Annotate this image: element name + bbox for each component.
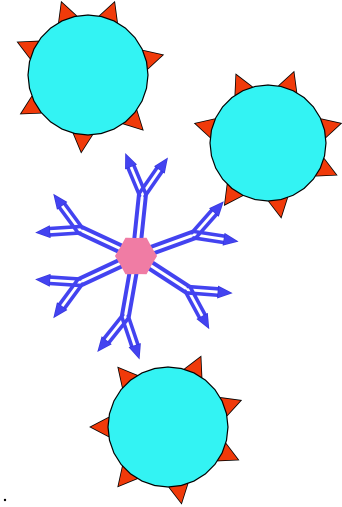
cell-body (210, 85, 326, 201)
cell-body (28, 15, 148, 135)
antibody-tip (36, 274, 50, 286)
antibody-tip (98, 337, 111, 352)
cell-right (195, 72, 342, 218)
cell-group (17, 2, 341, 504)
antibody-tip (210, 202, 224, 216)
antibody-arm (50, 233, 80, 235)
antibody-arm (194, 238, 224, 243)
cell-bottom (90, 356, 241, 504)
antibody-tip (217, 286, 231, 298)
antibody-arm (188, 293, 218, 295)
antibody-tip (36, 226, 50, 238)
cell-body (108, 367, 228, 487)
antibody-arm (50, 227, 80, 229)
antibody-tip (223, 233, 238, 245)
corner-dot (4, 499, 6, 501)
antibody-arm (188, 287, 218, 289)
cell-top-left (17, 2, 163, 153)
antibody-arm (50, 277, 80, 279)
